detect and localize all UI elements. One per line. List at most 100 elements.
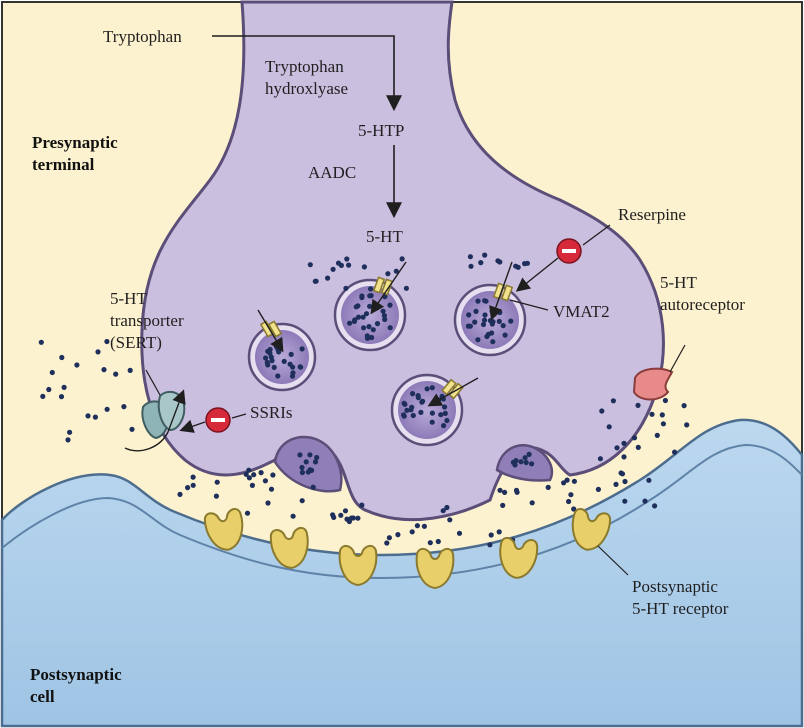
- serotonin-molecule: [662, 397, 669, 404]
- serotonin-molecule: [246, 467, 252, 473]
- tryptophan-label: Tryptophan: [103, 27, 182, 46]
- serotonin-molecule: [335, 260, 342, 266]
- serotonin-molecule: [369, 334, 375, 341]
- serotonin-molecule: [267, 350, 273, 356]
- serotonin-molecule: [58, 394, 65, 400]
- receptor-icon: [203, 508, 244, 551]
- serotonin-molecule: [635, 402, 641, 408]
- serotonin-molecule: [74, 362, 80, 368]
- serotonin-molecule: [244, 510, 251, 516]
- serotonin-molecule: [290, 370, 296, 376]
- serotonin-molecule: [561, 480, 567, 486]
- serotonin-molecule: [265, 362, 271, 368]
- serotonin-molecule: [487, 542, 493, 548]
- serotonin-molecule: [659, 412, 665, 418]
- postsynaptic-receptor-label-line2: 5-HT receptor: [632, 599, 729, 618]
- serotonin-molecule: [652, 503, 658, 509]
- serotonin-molecule: [113, 371, 119, 377]
- serotonin-molecule: [46, 386, 52, 393]
- serotonin-molecule: [382, 316, 388, 323]
- serotonin-molecule: [342, 508, 349, 514]
- serotonin-molecule: [649, 411, 655, 417]
- serotonin-molecule: [61, 384, 67, 390]
- serotonin-molecule: [478, 260, 484, 266]
- serotonin-molecule: [467, 254, 473, 260]
- serotonin-molecule: [393, 268, 399, 274]
- serotonin-molecule: [566, 498, 572, 505]
- serotonin-molecule: [672, 449, 678, 455]
- serotonin-molecule: [483, 298, 489, 304]
- serotonin-molecule: [487, 318, 493, 324]
- serotonin-molecule: [288, 351, 294, 357]
- serotonin-molecule: [496, 529, 502, 535]
- serotonin-molecule: [466, 312, 472, 318]
- serotonin-molecule: [121, 404, 127, 410]
- vesicle-icon: [247, 322, 317, 392]
- serotonin-molecule: [338, 512, 344, 518]
- serotonin-molecule: [613, 481, 619, 487]
- serotonin-molecule: [271, 364, 277, 370]
- serotonin-molecule: [299, 346, 305, 352]
- receptor-icon: [415, 548, 455, 590]
- serotonin-molecule: [310, 484, 316, 490]
- serotonin-molecule: [447, 517, 453, 523]
- serotonin-molecule: [635, 444, 641, 450]
- serotonin-molecule: [518, 459, 524, 465]
- serotonin-molecule: [684, 422, 690, 428]
- serotonin-molecule: [85, 413, 91, 419]
- postsynaptic-receptor-label-line1: Postsynaptic: [632, 577, 718, 596]
- serotonin-molecule: [370, 327, 376, 333]
- serotonin-molecule: [444, 504, 450, 511]
- serotonin-molecule: [418, 409, 424, 415]
- serotonin-molecule: [363, 311, 370, 317]
- serotonin-molecule: [500, 502, 506, 508]
- serotonin-molecule: [374, 321, 381, 327]
- serotonin-molecule: [524, 260, 531, 266]
- serotonin-molecule: [571, 506, 577, 512]
- serotonin-molecule: [456, 530, 463, 536]
- postsynaptic-receptor-leader-line: [597, 545, 629, 576]
- serotonin-molecule: [352, 317, 358, 323]
- serotonin-molecule: [213, 493, 219, 499]
- serotonin-molecule: [258, 470, 264, 476]
- serotonin-molecule: [401, 412, 407, 418]
- serotonin-molecule: [646, 477, 652, 483]
- sert-label-line3: (SERT): [110, 333, 162, 352]
- serotonin-molecule: [214, 479, 220, 485]
- vesicle-uptake-arrows: [257, 261, 513, 407]
- serotonin-molecule: [243, 471, 249, 477]
- serotonin-molecule: [347, 320, 353, 326]
- serotonin-molecule: [488, 532, 494, 538]
- serotonin-molecule: [442, 410, 448, 416]
- serotonin-molecule: [312, 459, 319, 465]
- serotonin-molecule: [401, 400, 407, 406]
- serotonin-molecule: [568, 492, 574, 498]
- serotonin-molecule: [435, 538, 441, 545]
- serotonin-molecule: [359, 502, 365, 508]
- vmat2-transporter: [259, 276, 514, 400]
- serotonin-molecule: [410, 412, 416, 419]
- serotonin-molecule: [343, 285, 349, 291]
- serotonin-molecule: [502, 489, 508, 495]
- serotonin-molecule: [529, 461, 535, 467]
- serotonin-molecule: [307, 262, 313, 268]
- serotonin-molecule: [424, 386, 430, 392]
- serotonin-molecule: [681, 403, 687, 409]
- ssri-inhibitor-icon: [179, 407, 247, 433]
- serotonin-molecule: [386, 535, 392, 541]
- serotonin-molecule: [281, 358, 287, 364]
- serotonin-molecule: [290, 364, 296, 370]
- serotonin-molecule: [190, 474, 196, 480]
- serotonin-molecule: [599, 408, 605, 414]
- serotonin-molecule: [429, 410, 435, 416]
- presynaptic-label-line2: terminal: [32, 155, 95, 174]
- reserpine-inhibitor-icon: [515, 224, 611, 292]
- serotonin-molecule: [502, 332, 508, 338]
- serotonin-molecule: [522, 455, 528, 461]
- serotonin-molecule: [515, 264, 521, 270]
- serotonin-molecule: [497, 309, 503, 316]
- serotonin-molecule: [67, 429, 73, 435]
- serotonin-molecules: [38, 252, 690, 548]
- serotonin-molecule: [408, 407, 414, 413]
- serotonin-molecule: [475, 337, 481, 343]
